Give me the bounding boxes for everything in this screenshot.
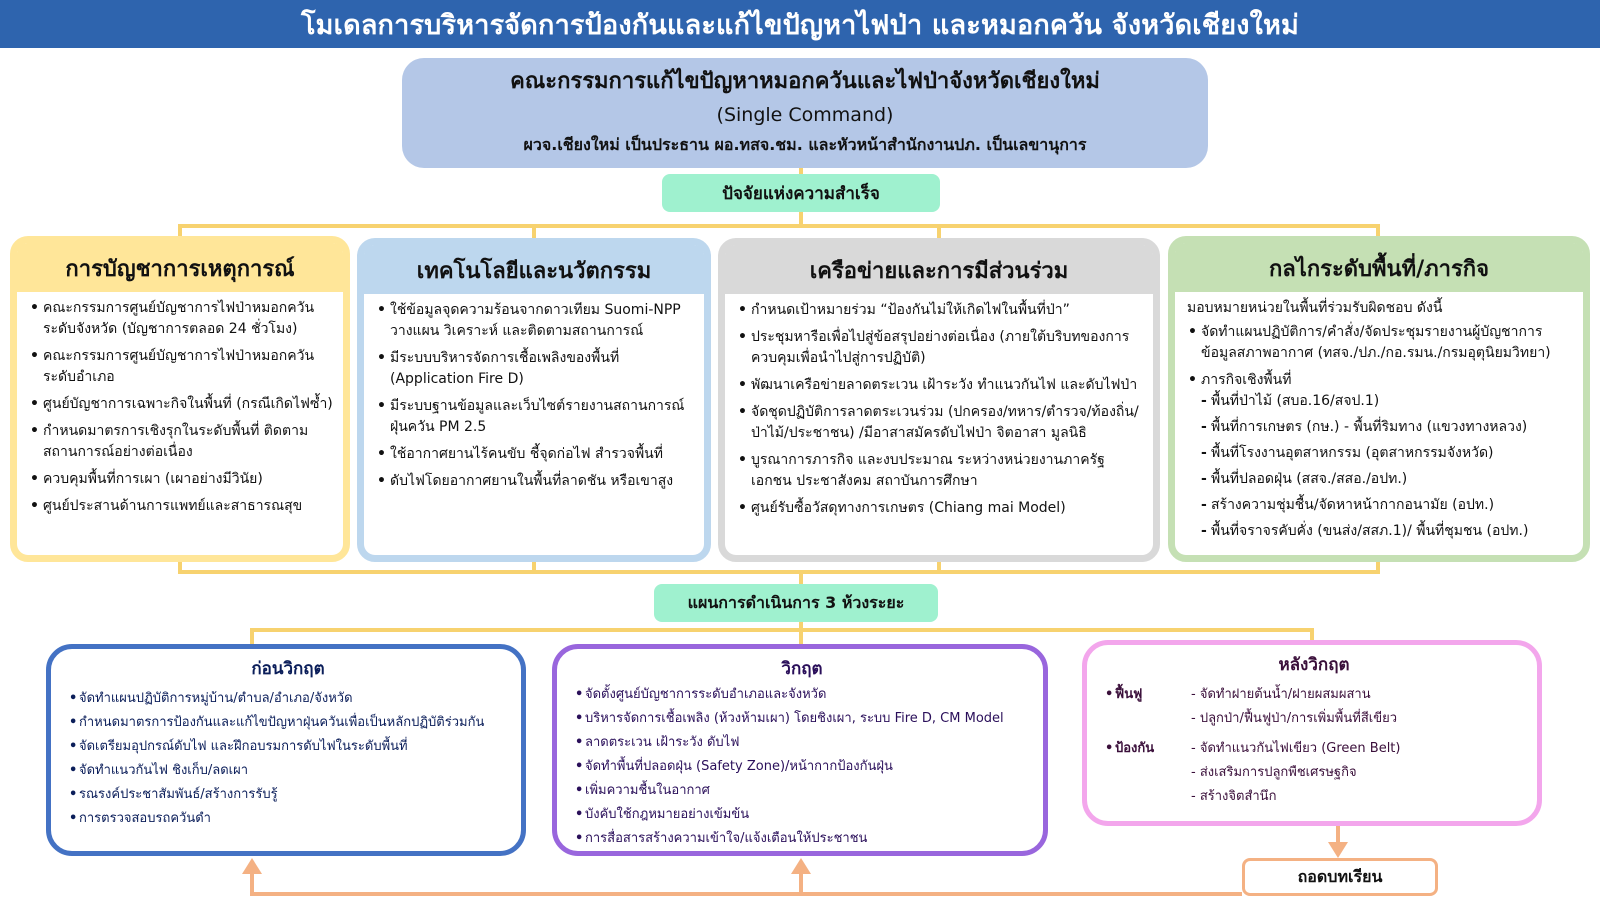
- list-item: กำหนดมาตรการเชิงรุกในระดับพื้นที่ ติดตาม…: [30, 421, 333, 463]
- list-item: ประชุมหารือเพื่อไปสู่ข้อสรุปอย่างต่อเนื่…: [738, 327, 1143, 369]
- list-item: ศูนย์รับซื้อวัสดุทางการเกษตร (Chiang mai…: [738, 498, 1143, 519]
- connector-line: [250, 628, 254, 644]
- list-item: คณะกรรมการศูนย์บัญชาการไฟป่าหมอกควัน ระด…: [30, 298, 333, 340]
- list-item: ควบคุมพื้นที่การเผา (เผาอย่างมีวินัย): [30, 469, 333, 490]
- list-item: ศูนย์ประสานด้านการแพทย์และสาธารณสุข: [30, 496, 333, 517]
- list-item: จัดทำพื้นที่ปลอดฝุ่น (Safety Zone)/หน้าก…: [575, 755, 1029, 779]
- sub-list-item: พื้นที่การเกษตร (กษ.) - พื้นที่ริมทาง (แ…: [1201, 417, 1573, 438]
- phase-box-before: ก่อนวิกฤต จัดทำแผนปฏิบัติการหมู่บ้าน/ตำบ…: [46, 644, 526, 856]
- list-item: รณรงค์ประชาสัมพันธ์/สร้างการรับรู้: [69, 783, 507, 807]
- sub-list-item: พื้นที่ป่าไม้ (สบอ.16/สจป.1): [1201, 391, 1573, 412]
- list-item: จัดทำฝายต้นน้ำ/ฝายผสมผสาน: [1191, 683, 1397, 707]
- connector-line: [178, 562, 182, 572]
- connector-line: [178, 224, 182, 238]
- list-item: จัดชุดปฏิบัติการลาดตระเวนร่วม (ปกครอง/ทห…: [738, 402, 1143, 444]
- connector-line: [178, 224, 1378, 228]
- list-item: จัดเตรียมอุปกรณ์ดับไฟ และฝึกอบรมการดับไฟ…: [69, 735, 507, 759]
- phase-title: วิกฤต: [781, 659, 823, 679]
- list-item: การตรวจสอบรถควันดำ: [69, 807, 507, 831]
- factor-title: เทคโนโลยีและนวัตกรรม: [364, 245, 704, 294]
- list-item: จัดทำแผนปฏิบัติการ/คำสั่ง/จัดประชุมรายงา…: [1188, 322, 1573, 364]
- lessons-learned-box: ถอดบทเรียน: [1242, 858, 1438, 896]
- list-item: บังคับใช้กฎหมายอย่างเข้มข้น: [575, 803, 1029, 827]
- list-item: บริหารจัดการเชื้อเพลิง (ห้วงห้ามเผา) โดย…: [575, 707, 1029, 731]
- connector-line: [799, 570, 803, 584]
- list-item: ปลูกป่า/ฟื้นฟูป่า/การเพิ่มพื้นที่สีเขียว: [1191, 707, 1397, 731]
- plan-label: แผนการดำเนินการ 3 ห้วงระยะ: [654, 584, 938, 622]
- list-item: บูรณาการภารกิจ และงบประมาณ ระหว่างหน่วยง…: [738, 450, 1143, 492]
- list-item: จัดทำแนวกันไฟเขียว (Green Belt): [1191, 737, 1401, 761]
- phase-title: หลังวิกฤต: [1278, 655, 1350, 675]
- connector-line: [937, 224, 941, 238]
- committee-chair: ผวจ.เชียงใหม่ เป็นประธาน ผอ.ทสจ.ชม. และห…: [523, 135, 1087, 154]
- list-item: การสื่อสารสร้างความเข้าใจ/แจ้งเตือนให้ปร…: [575, 827, 1029, 851]
- prevent-label: ป้องกัน: [1105, 737, 1191, 809]
- connector-line: [178, 570, 1380, 574]
- factor-box-network: เครือข่ายและการมีส่วนร่วม กำหนดเป้าหมายร…: [718, 238, 1160, 562]
- list-item: สร้างจิตสำนึก: [1191, 785, 1400, 809]
- phase-box-during: วิกฤต จัดตั้งศูนย์บัญชาการระดับอำเภอและจ…: [552, 644, 1048, 856]
- factor-title: การบัญชาการเหตุการณ์: [17, 243, 343, 292]
- phase-title: ก่อนวิกฤต: [251, 659, 325, 679]
- list-item: คณะกรรมการศูนย์บัญชาการไฟป่าหมอกควัน ระด…: [30, 346, 333, 388]
- list-item: ศูนย์บัญชาการเฉพาะกิจในพื้นที่ (กรณีเกิด…: [30, 394, 333, 415]
- mission-intro: มอบหมายหน่วยในพื้นที่ร่วมรับผิดชอบ ดังนี…: [1187, 300, 1443, 316]
- sub-list-item: พื้นที่จราจรคับคั่ง (ขนส่ง/สสภ.1)/ พื้นท…: [1201, 521, 1573, 542]
- connector-line: [937, 562, 941, 572]
- list-item: ดับไฟโดยอากาศยานในพื้นที่ลาดชัน หรือเขาส…: [377, 471, 694, 492]
- feedback-line: [250, 892, 1242, 896]
- factor-box-mission: กลไกระดับพื้นที่/ภารกิจ มอบหมายหน่วยในพื…: [1168, 236, 1590, 562]
- factor-box-command: การบัญชาการเหตุการณ์ คณะกรรมการศูนย์บัญช…: [10, 236, 350, 562]
- connector-line: [532, 224, 536, 238]
- list-item: กำหนดมาตรการป้องกันและแก้ไขปัญหาฝุ่นควัน…: [69, 711, 507, 735]
- connector-line: [532, 562, 536, 572]
- committee-subtitle: (Single Command): [716, 104, 894, 126]
- connector-line: [799, 168, 803, 176]
- list-item: จัดตั้งศูนย์บัญชาการระดับอำเภอและจังหวัด: [575, 683, 1029, 707]
- list-item: พัฒนาเครือข่ายลาดตระเวน เฝ้าระวัง ทำแนวก…: [738, 375, 1143, 396]
- committee-title: คณะกรรมการแก้ไขปัญหาหมอกควันและไฟป่าจังห…: [510, 69, 1100, 94]
- page-title: โมเดลการบริหารจัดการป้องกันและแก้ไขปัญหา…: [0, 0, 1600, 48]
- factor-box-tech: เทคโนโลยีและนวัตกรรม ใช้ข้อมูลจุดความร้อ…: [357, 238, 711, 562]
- list-item: จัดทำแนวกันไฟ ชิงเก็บ/ลดเผา: [69, 759, 507, 783]
- list-item-label: ภารกิจเชิงพื้นที่: [1201, 372, 1292, 388]
- arrow-down-icon: [1328, 842, 1348, 858]
- sub-list-item: พื้นที่โรงงานอุตสาหกรรม (อุตสาหกรรมจังหว…: [1201, 443, 1573, 464]
- list-item: ภารกิจเชิงพื้นที่ พื้นที่ป่าไม้ (สบอ.16/…: [1188, 370, 1573, 542]
- list-item: เพิ่มความชื้นในอากาศ: [575, 779, 1029, 803]
- connector-line: [1376, 224, 1380, 238]
- factor-title: กลไกระดับพื้นที่/ภารกิจ: [1175, 243, 1583, 292]
- list-item: จัดทำแผนปฏิบัติการหมู่บ้าน/ตำบล/อำเภอ/จั…: [69, 687, 507, 711]
- connector-line: [799, 628, 803, 644]
- connector-line: [250, 628, 1314, 632]
- list-item: ใช้ข้อมูลจุดความร้อนจากดาวเทียม Suomi-NP…: [377, 300, 694, 342]
- success-factors-label: ปัจจัยแห่งความสำเร็จ: [662, 174, 940, 212]
- list-item: มีระบบฐานข้อมูลและเว็บไซต์รายงานสถานการณ…: [377, 396, 694, 438]
- list-item: ส่งเสริมการปลูกพืชเศรษฐกิจ: [1191, 761, 1400, 785]
- feedback-line: [250, 872, 254, 894]
- after-restore-row: ฟื้นฟู จัดทำฝายต้นน้ำ/ฝายผสมผสาน ปลูกป่า…: [1105, 683, 1523, 731]
- committee-box: คณะกรรมการแก้ไขปัญหาหมอกควันและไฟป่าจังห…: [402, 58, 1208, 168]
- after-prevent-row: ป้องกัน จัดทำแนวกันไฟเขียว (Green Belt) …: [1105, 737, 1523, 809]
- phase-box-after: หลังวิกฤต ฟื้นฟู จัดทำฝายต้นน้ำ/ฝายผสมผส…: [1082, 640, 1542, 826]
- list-item: มีระบบบริหารจัดการเชื้อเพลิงของพื้นที่ (…: [377, 348, 694, 390]
- connector-line: [1376, 562, 1380, 572]
- sub-list-item: สร้างความชุ่มชื้น/จัดหาหน้ากากอนามัย (อป…: [1201, 495, 1573, 516]
- list-item: ใช้อากาศยานไร้คนขับ ชี้จุดก่อไฟ สำรวจพื้…: [377, 444, 694, 465]
- factor-title: เครือข่ายและการมีส่วนร่วม: [725, 245, 1153, 294]
- arrow-up-icon: [791, 858, 811, 874]
- list-item: กำหนดเป้าหมายร่วม “ป้องกันไม่ให้เกิดไฟใน…: [738, 300, 1143, 321]
- connector-line: [1310, 628, 1314, 640]
- connector-line: [799, 212, 803, 226]
- arrow-up-icon: [242, 858, 262, 874]
- connector-line: [799, 622, 803, 630]
- feedback-line: [1336, 826, 1340, 848]
- restore-label: ฟื้นฟู: [1105, 683, 1191, 731]
- list-item: ลาดตระเวน เฝ้าระวัง ดับไฟ: [575, 731, 1029, 755]
- feedback-line: [799, 872, 803, 894]
- sub-list-item: พื้นที่ปลอดฝุ่น (สสจ./สสอ./อปท.): [1201, 469, 1573, 490]
